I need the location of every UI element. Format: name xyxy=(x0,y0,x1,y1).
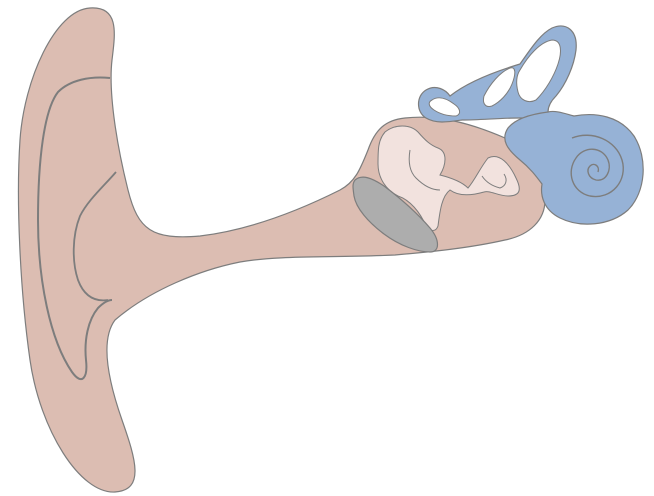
outer-ear-shape xyxy=(18,8,545,492)
semicircular-canals xyxy=(419,26,577,122)
